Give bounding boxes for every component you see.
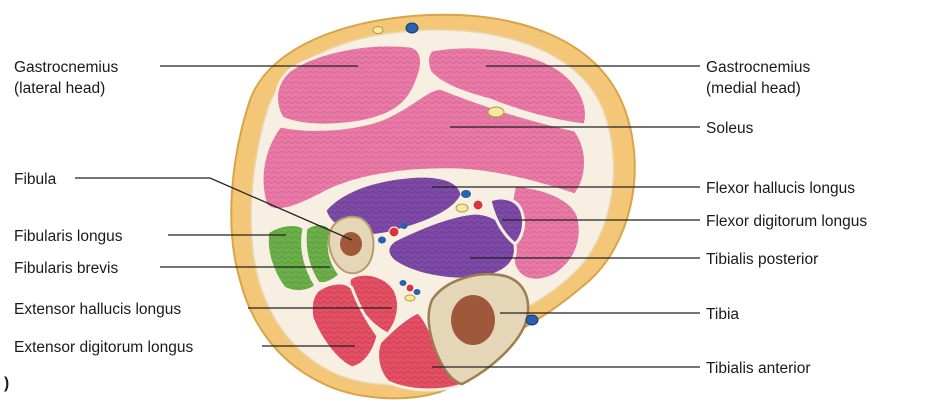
label-tibialis-anterior: Tibialis anterior <box>706 360 811 377</box>
posterior-tibial-artery <box>473 200 483 210</box>
label-fibularis-brevis: Fibularis brevis <box>14 260 118 277</box>
label-tibialis-posterior: Tibialis posterior <box>706 251 818 268</box>
deep-fibular-nerve <box>405 295 415 301</box>
fibular-vein <box>378 237 386 244</box>
anterior-tibial-vein <box>400 280 407 286</box>
great-saphenous-vein <box>526 315 538 325</box>
anterior-tibial-artery <box>406 284 414 292</box>
superficial-nerve-top <box>373 27 383 34</box>
label-extensor-digitorum-longus: Extensor digitorum longus <box>14 339 193 356</box>
anterior-tibial-vein-2 <box>414 289 421 295</box>
label-fibula: Fibula <box>14 171 57 188</box>
label-gastrocnemius-lateral: Gastrocnemius (lateral head) <box>14 59 123 97</box>
label-soleus: Soleus <box>706 120 754 137</box>
fibular-vein-2 <box>401 223 408 229</box>
label-flexor-hallucis-longus: Flexor hallucis longus <box>706 180 855 197</box>
superficial-vein-top <box>406 23 418 33</box>
panel-marker: ) <box>4 375 9 392</box>
fibular-artery <box>389 227 399 237</box>
sural-structure <box>488 107 504 117</box>
tibia-marrow <box>451 295 495 345</box>
label-flexor-digitorum-longus: Flexor digitorum longus <box>706 213 867 230</box>
label-tibia: Tibia <box>706 306 739 323</box>
label-fibularis-longus: Fibularis longus <box>14 228 123 245</box>
label-gastrocnemius-medial: Gastrocnemius (medial head) <box>706 59 815 97</box>
tibial-nerve <box>456 204 468 212</box>
posterior-tibial-vein <box>461 190 471 198</box>
label-extensor-hallucis-longus: Extensor hallucis longus <box>14 301 181 318</box>
